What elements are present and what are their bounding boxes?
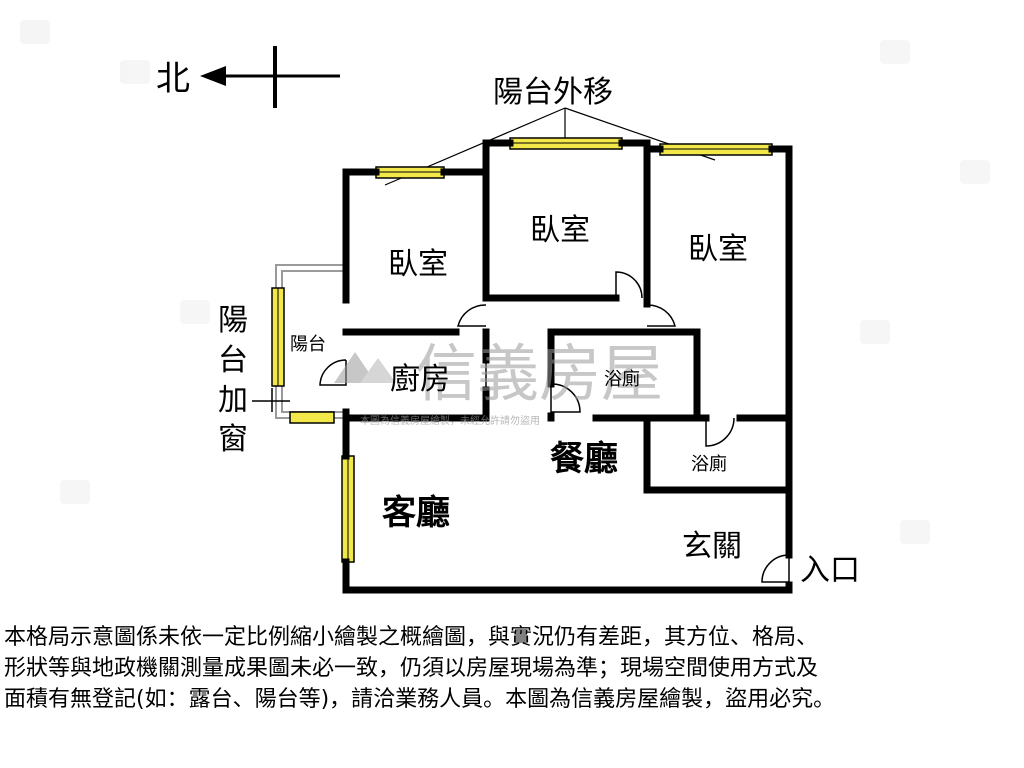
watermark-fine-print: 本圖為信義房屋繪製，未經允許請勿盜用 (360, 414, 540, 427)
disclaimer-text: 本格局示意圖係未依一定比例縮小繪製之概繪圖，與實況仍有差距，其方位、格局、 形狀… (4, 625, 836, 712)
door-swings (319, 271, 790, 583)
balcony-window-label-3: 加 (218, 383, 248, 418)
room-bathroom-2: 浴廁 (691, 453, 727, 475)
watermark-brand: 信義房屋 (415, 337, 663, 410)
room-foyer: 玄關 (682, 529, 742, 564)
door-entrance (761, 554, 790, 583)
compass-label: 北 (156, 59, 190, 99)
room-bedroom-right: 臥室 (688, 232, 748, 267)
walls (342, 139, 793, 594)
north-arrow-icon (200, 46, 340, 108)
room-bedroom-left: 臥室 (388, 247, 448, 282)
window-balcony-bottom (289, 411, 335, 424)
watermark-logo-icon (334, 352, 396, 383)
entrance-label: 入口 (800, 553, 860, 588)
door-bedroom-middle (615, 271, 643, 299)
room-balcony: 陽台 (290, 334, 326, 355)
door-bedroom-left (457, 304, 487, 327)
door-bathroom-1 (550, 383, 581, 413)
door-bathroom-2 (705, 417, 735, 447)
background-watermark-pattern (20, 20, 990, 544)
balcony-window-label-1: 陽 (218, 303, 248, 338)
room-bathroom-1: 浴廁 (604, 368, 640, 390)
room-living: 客廳 (382, 493, 450, 533)
balcony-window-label-4: 窗 (218, 422, 248, 457)
room-kitchen: 廚房 (390, 362, 450, 397)
balcony-window-label-2: 台 (218, 343, 248, 378)
room-dining: 餐廳 (550, 439, 618, 479)
door-balcony (319, 359, 347, 386)
door-bedroom-right (646, 304, 676, 327)
floor-plan: 北 陽台外移 (20, 20, 990, 594)
balcony-moved-label: 陽台外移 (493, 75, 613, 110)
room-bedroom-middle: 臥室 (530, 213, 590, 248)
